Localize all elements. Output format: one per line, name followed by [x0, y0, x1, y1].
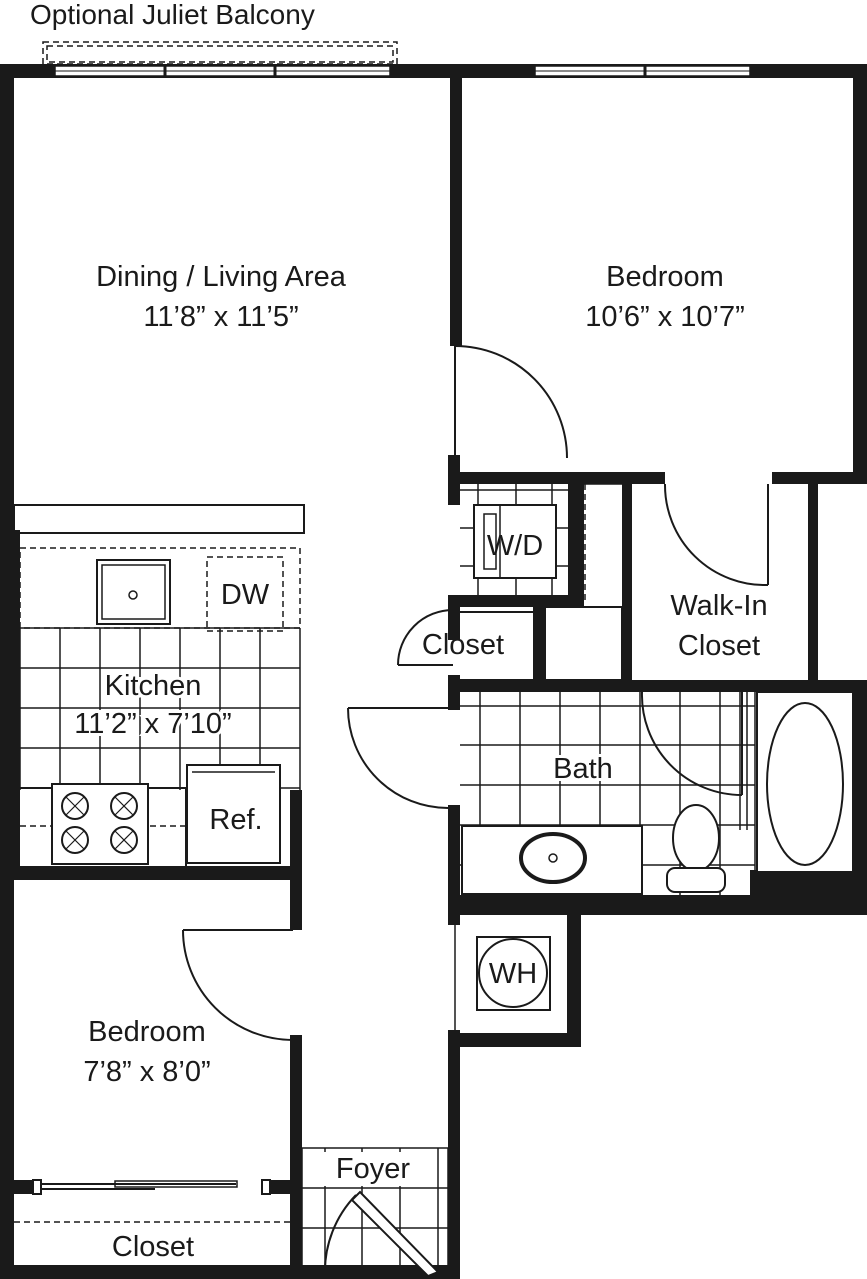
window-icon	[534, 65, 751, 77]
walk-in-closet-line1: Walk-In	[670, 590, 767, 622]
foyer-label-bg	[322, 1152, 422, 1186]
closet-shelf	[460, 611, 533, 681]
small-bedroom-name: Bedroom	[88, 1016, 206, 1048]
refrigerator	[186, 764, 281, 864]
small-bedroom-size: 7’8” x 8’0”	[83, 1056, 210, 1088]
kitchen-name: Kitchen	[105, 670, 202, 702]
toilet-icon	[666, 804, 726, 893]
bath-tile-floor	[460, 692, 756, 895]
interior-walls	[0, 64, 867, 1279]
water-heater-label: WH	[489, 958, 537, 990]
main-bedroom-size: 10’6” x 10’7”	[585, 301, 745, 333]
dining-living-name: Dining / Living Area	[96, 261, 347, 293]
door-swing-icon	[454, 345, 568, 459]
main-bedroom-name: Bedroom	[606, 261, 724, 293]
walk-in-closet-line2: Closet	[678, 630, 760, 662]
refrigerator-label: Ref.	[209, 804, 262, 836]
washer-dryer-label: W/D	[487, 530, 543, 562]
foyer-label: Foyer	[336, 1153, 410, 1185]
kitchen-tile-floor	[19, 627, 301, 790]
washer-dryer	[473, 504, 557, 579]
door-swing-icon	[640, 691, 743, 796]
door-swing-icon	[663, 483, 769, 587]
door-swing-icon	[397, 609, 454, 666]
door-swing-icon	[182, 929, 294, 1041]
door-swing-icon	[323, 1190, 440, 1278]
dishwasher-label: DW	[221, 579, 270, 611]
balcony-label: Optional Juliet Balcony	[30, 0, 315, 30]
bathtub-icon	[739, 691, 854, 873]
dishwasher	[206, 556, 284, 632]
door-swing-icon	[347, 707, 449, 809]
dining-living-size: 11’8” x 11’5”	[143, 301, 298, 333]
kitchen-size: 11’2” x 7’10”	[74, 708, 231, 740]
sink-icon	[96, 559, 171, 625]
bedroom-closet-label: Closet	[112, 1231, 194, 1263]
bath-label: Bath	[553, 753, 613, 785]
juliet-balcony	[42, 41, 398, 65]
window-icon	[54, 65, 391, 77]
walk-in-shelves	[544, 483, 817, 681]
stove-icon	[51, 783, 149, 865]
water-heater	[454, 920, 551, 1030]
hall-closet-label: Closet	[422, 629, 504, 661]
sink-icon	[519, 832, 587, 884]
bedroom-closet-doors	[14, 1179, 290, 1223]
